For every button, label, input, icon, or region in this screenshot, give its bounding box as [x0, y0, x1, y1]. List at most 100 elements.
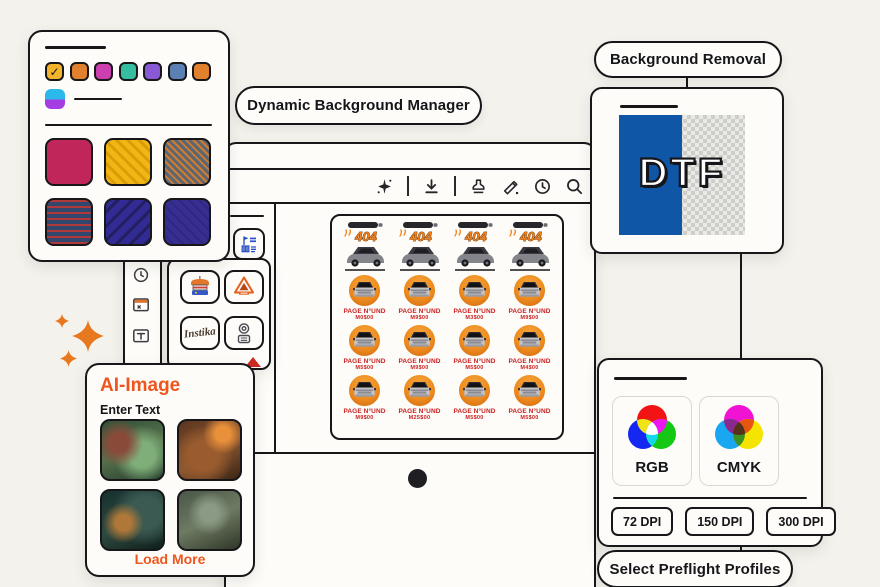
pen-icon[interactable] — [501, 177, 520, 196]
instika-script-label: Instika — [183, 325, 217, 341]
sticker-sheet: 404 — [330, 214, 564, 440]
landmark-icon — [241, 236, 256, 253]
catalog-badge-sticker[interactable]: PAGE N°UND M9$00 — [392, 324, 447, 374]
catalog-badge-sticker[interactable]: PAGE N°UND M5$00 — [447, 374, 502, 424]
catalog-badge-sticker[interactable]: PAGE N°UND M9$00 — [502, 274, 557, 324]
dpi-button[interactable]: 72 DPI — [611, 507, 674, 536]
dtf-label: DTF — [638, 150, 726, 196]
badge-price: M5$00 — [465, 415, 484, 421]
ai-image-thumbnail[interactable] — [177, 419, 242, 481]
panel-rule — [620, 105, 678, 108]
panel-divider — [613, 497, 807, 499]
dynamic-background-pill[interactable]: Dynamic Background Manager — [235, 86, 482, 125]
pattern-swatch[interactable] — [104, 138, 152, 186]
badge-price: M25$00 — [408, 415, 431, 421]
color-chip[interactable]: ✓ — [45, 62, 64, 81]
pattern-swatch[interactable] — [163, 198, 211, 246]
car-404-sticker[interactable]: 404 — [337, 220, 392, 272]
badge-price: M9$00 — [355, 415, 374, 421]
catalog-badge-sticker[interactable]: PAGE N°UND M3$00 — [447, 274, 502, 324]
dpi-button[interactable]: 300 DPI — [766, 507, 836, 536]
badge-caption: PAGE N°UND — [398, 408, 441, 415]
panel-rule — [614, 377, 687, 380]
preflight-profiles-pill[interactable]: Select Preflight Profiles — [597, 550, 793, 587]
sticker-machine[interactable] — [180, 270, 220, 304]
dtf-artwork[interactable]: DTF — [619, 115, 745, 235]
home-button[interactable] — [408, 469, 427, 488]
flame-marks — [453, 229, 461, 237]
badge-price: M4$00 — [520, 365, 539, 371]
panel-divider — [45, 124, 212, 126]
catalog-badge-sticker[interactable]: PAGE N°UND M0$00 — [337, 274, 392, 324]
ai-image-thumbnail[interactable] — [177, 489, 242, 551]
pattern-swatch[interactable] — [45, 198, 93, 246]
flame-marks — [508, 229, 516, 237]
gradient-chip[interactable] — [45, 89, 65, 109]
color-chip[interactable] — [69, 62, 89, 81]
sticker-instika[interactable]: Instika — [180, 316, 220, 350]
sidebar-rule — [230, 215, 264, 217]
sticker-triangle-badge[interactable] — [224, 270, 264, 304]
catalog-badge-sticker[interactable]: PAGE N°UND M9$00 — [337, 374, 392, 424]
pattern-swatch[interactable] — [104, 198, 152, 246]
load-more-button[interactable]: Load More — [134, 551, 206, 567]
badge-caption: PAGE N°UND — [508, 408, 551, 415]
color-chip[interactable] — [192, 62, 211, 81]
badge-price: M0$00 — [355, 315, 374, 321]
download-icon[interactable] — [422, 177, 441, 196]
ai-image-thumbnail[interactable] — [100, 489, 165, 551]
color-mode-rgb[interactable]: RGB — [612, 396, 692, 486]
color-chip[interactable] — [118, 62, 138, 81]
badge-caption: PAGE N°UND — [508, 308, 551, 315]
palette-panel: ✓ — [28, 30, 230, 262]
vendor-stand-icon — [191, 276, 209, 295]
car-404-label: 404 — [519, 229, 542, 244]
catalog-badge-sticker[interactable]: PAGE N°UND M5$00 — [447, 324, 502, 374]
dpi-button[interactable]: 150 DPI — [685, 507, 755, 536]
color-mode-cmyk[interactable]: CMYK — [699, 396, 779, 486]
cmyk-label: CMYK — [716, 459, 762, 476]
magic-wand-icon[interactable] — [375, 177, 394, 196]
badge-car-art — [513, 324, 546, 357]
car-404-sticker[interactable]: 404 — [502, 220, 557, 272]
color-chip[interactable] — [94, 62, 113, 81]
enter-text-label[interactable]: Enter Text — [100, 403, 161, 417]
color-chip[interactable] — [167, 62, 187, 81]
car-sticker-row: 404 — [337, 220, 557, 272]
badge-price: M5$00 — [520, 415, 539, 421]
catalog-badge-sticker[interactable]: PAGE N°UND M5$00 — [502, 374, 557, 424]
flame-marks — [343, 229, 351, 237]
connector-line — [740, 244, 742, 364]
cargo-box — [512, 222, 543, 228]
timer-icon[interactable] — [132, 266, 150, 284]
cargo-box — [402, 222, 433, 228]
badge-caption: PAGE N°UND — [453, 358, 496, 365]
preflight-panel: RGB CMYK 72 DPI 150 DPI — [597, 358, 836, 547]
pattern-swatch[interactable] — [163, 138, 211, 186]
pattern-swatch-grid — [45, 138, 211, 246]
catalog-badge-sticker[interactable]: PAGE N°UND M4$00 — [502, 324, 557, 374]
background-removal-pill[interactable]: Background Removal — [594, 41, 782, 78]
sticker-photo-person[interactable] — [224, 316, 264, 350]
text-tool-icon[interactable] — [132, 327, 150, 345]
search-icon[interactable] — [565, 177, 584, 196]
color-chip[interactable] — [143, 62, 162, 81]
gradient-chip-rule — [74, 98, 122, 100]
badge-car-art — [403, 324, 436, 357]
catalog-badge-sticker[interactable]: PAGE N°UND M9$00 — [392, 274, 447, 324]
badge-price: M9$00 — [410, 365, 429, 371]
ai-image-thumbnail[interactable] — [100, 419, 165, 481]
artboard-icon[interactable] — [132, 296, 150, 314]
landmark-tool-button[interactable] — [233, 228, 265, 260]
pattern-swatch[interactable] — [45, 138, 93, 186]
catalog-badge-sticker[interactable]: PAGE N°UND M25$00 — [392, 374, 447, 424]
car-404-sticker[interactable]: 404 — [447, 220, 502, 272]
badge-car-art — [513, 374, 546, 407]
car-404-sticker[interactable]: 404 — [392, 220, 447, 272]
catalog-badge-sticker[interactable]: PAGE N°UND M5$00 — [337, 324, 392, 374]
color-chip-row: ✓ — [45, 62, 211, 81]
history-icon[interactable] — [533, 177, 552, 196]
stamp-icon[interactable] — [469, 177, 488, 196]
cargo-box — [457, 222, 488, 228]
